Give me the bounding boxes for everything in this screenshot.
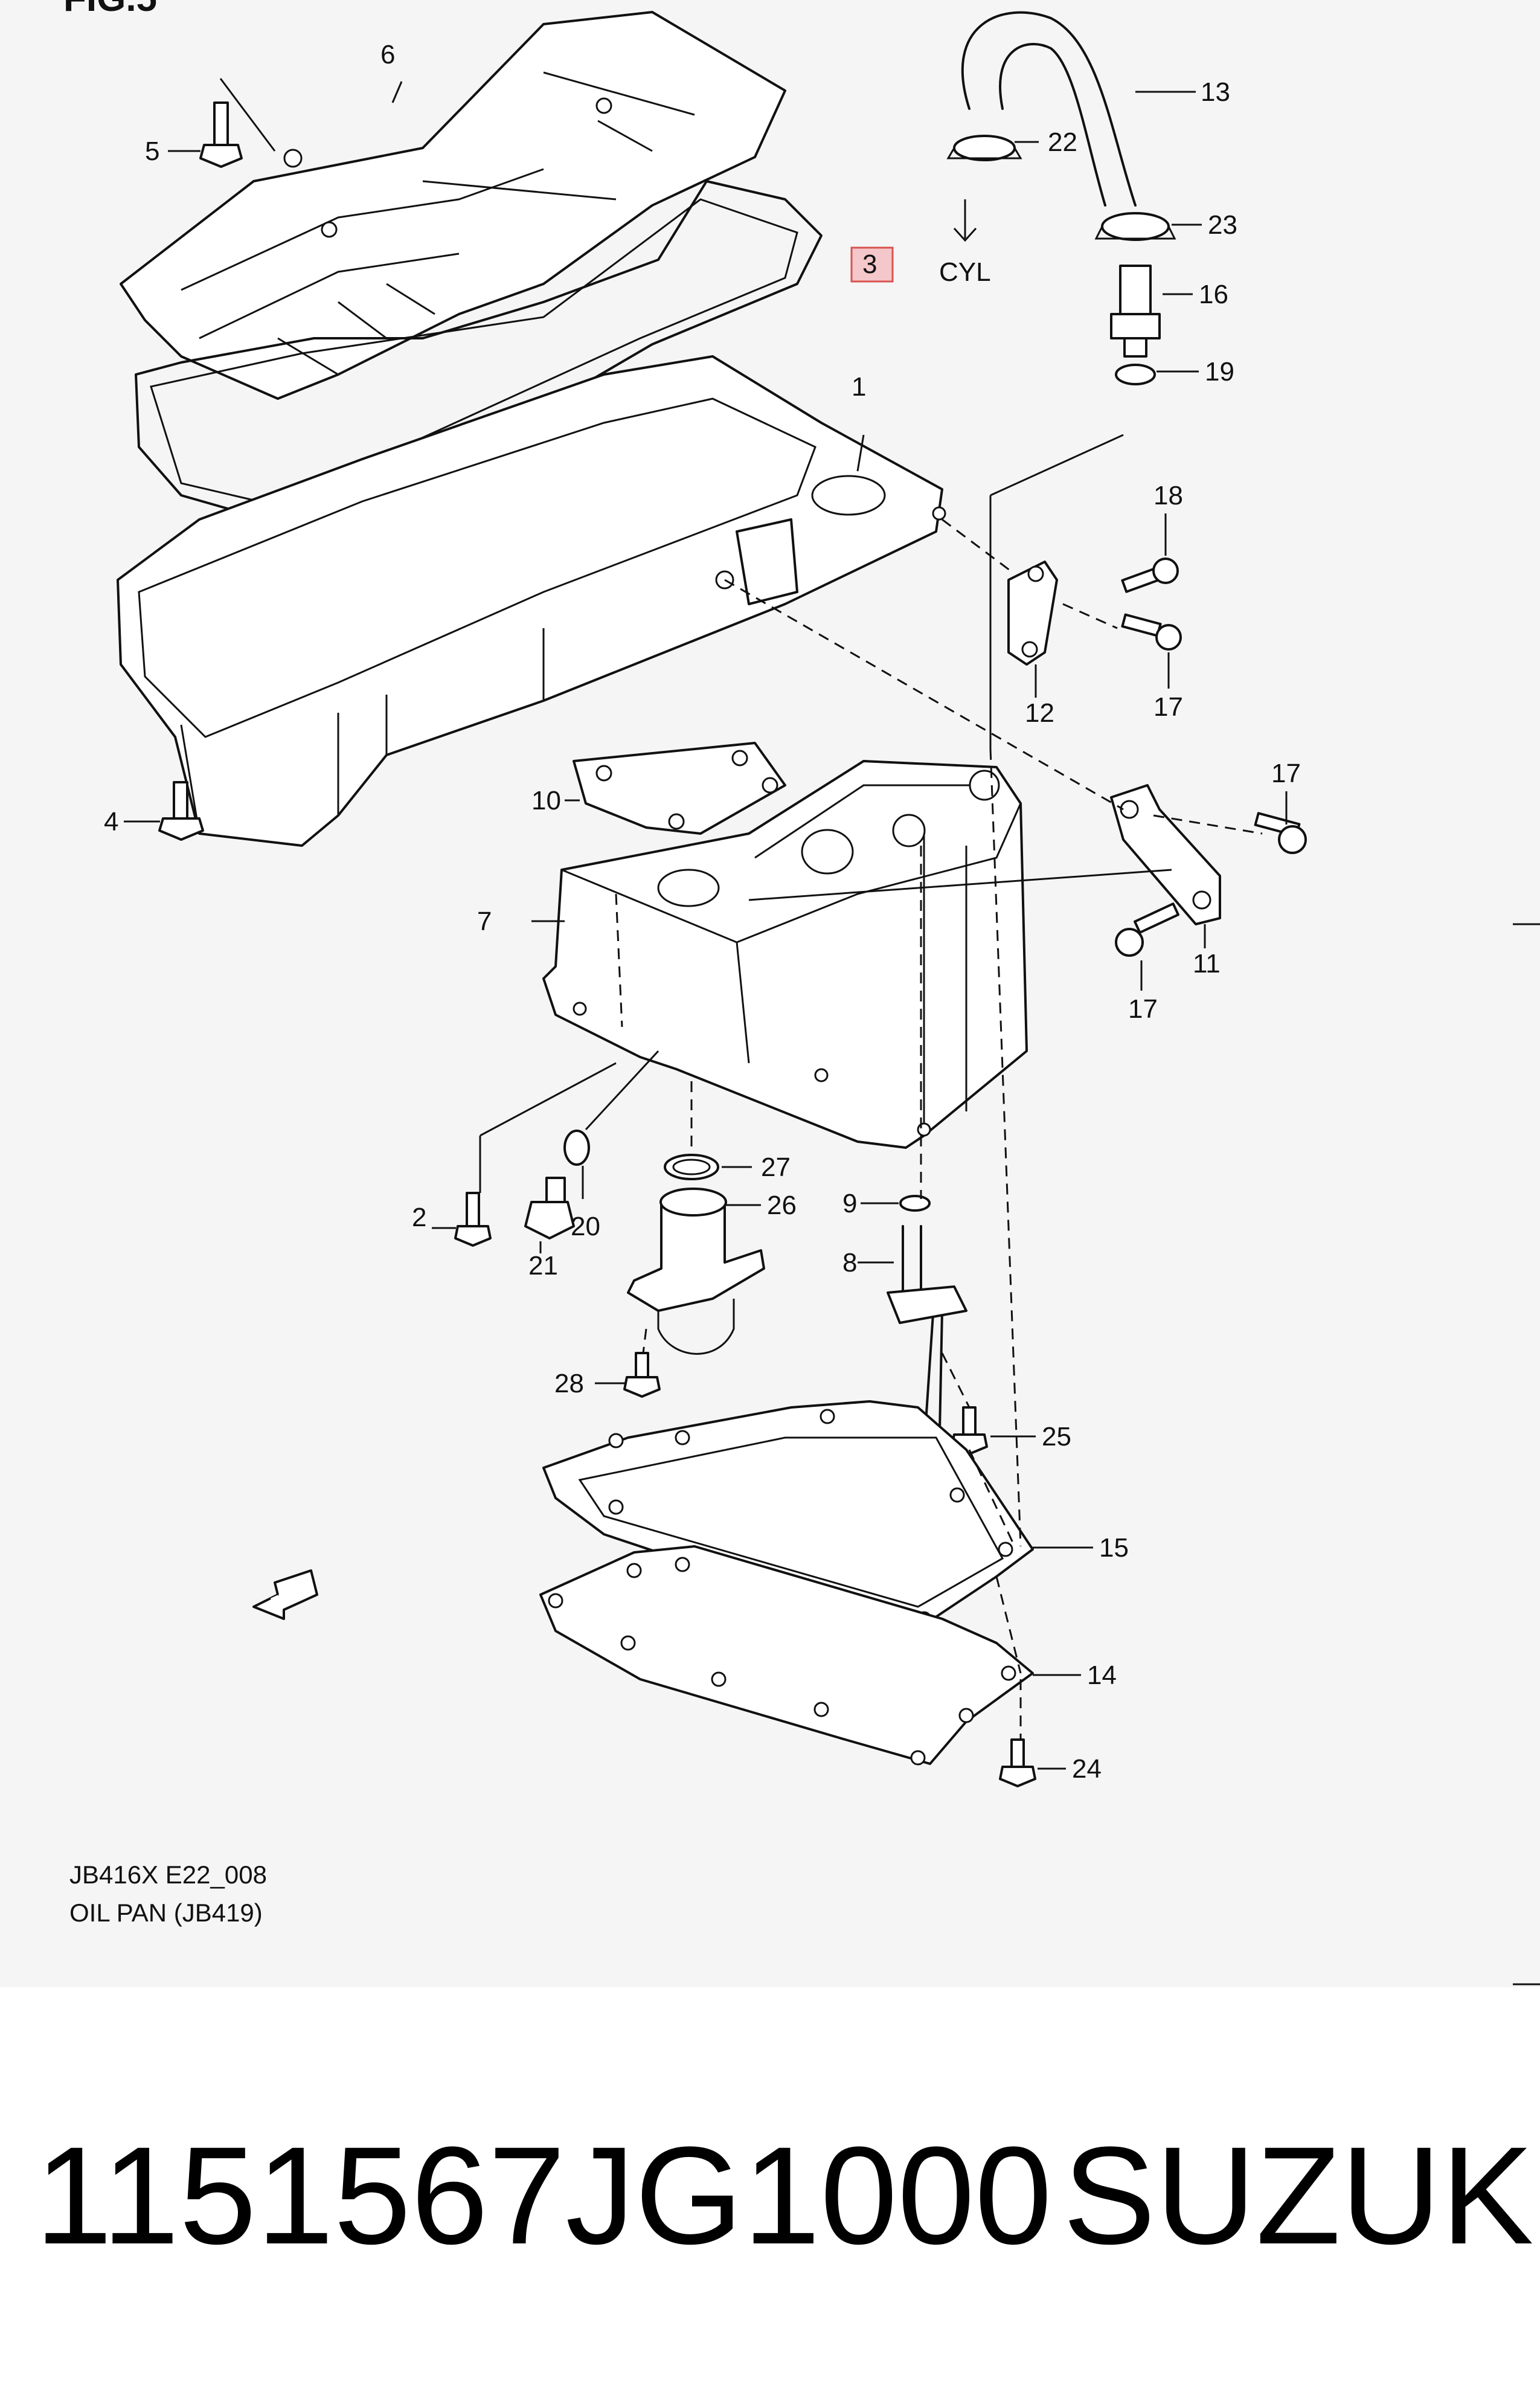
gasket-part-10[interactable] bbox=[565, 742, 786, 835]
oil-pan-upper-part-1[interactable] bbox=[117, 355, 946, 847]
oil-pan-cover-part-14[interactable] bbox=[539, 1545, 1081, 1766]
drain-plug-part-21[interactable] bbox=[524, 1177, 575, 1253]
callout-17-c[interactable]: 17 bbox=[1128, 994, 1158, 1024]
lower-gasket-part-15[interactable] bbox=[542, 1400, 1093, 1627]
forward-arrow-icon: FWD bbox=[252, 1569, 318, 1620]
figure-label: FIG.5 bbox=[63, 0, 157, 19]
callout-14[interactable]: 14 bbox=[1087, 1661, 1117, 1690]
breather-hose-part-13[interactable] bbox=[961, 11, 1196, 207]
callout-21[interactable]: 21 bbox=[528, 1251, 558, 1281]
callout-17-b[interactable]: 17 bbox=[1271, 759, 1301, 788]
bolt-part-28[interactable] bbox=[595, 1352, 661, 1398]
callout-20[interactable]: 20 bbox=[571, 1212, 600, 1241]
arrow-to-cylinder: CYL bbox=[939, 199, 991, 287]
callout-5[interactable]: 5 bbox=[145, 137, 159, 166]
callout-16[interactable]: 16 bbox=[1199, 280, 1228, 309]
callout-27[interactable]: 27 bbox=[761, 1153, 791, 1182]
highlight-box-part-3 bbox=[850, 246, 894, 283]
part-number: 1151567JG1000 bbox=[35, 2118, 1052, 2273]
leader-lines bbox=[391, 81, 1263, 1740]
bolt-part-5[interactable] bbox=[168, 78, 276, 168]
oil-level-pipe-part-8[interactable] bbox=[790, 1225, 967, 1493]
bolt-part-17-b[interactable] bbox=[1254, 791, 1307, 854]
seal-part-9[interactable] bbox=[861, 1195, 931, 1212]
diagram-panel: FIG.5 bbox=[63, 0, 1540, 1985]
callout-28[interactable]: 28 bbox=[554, 1369, 584, 1398]
bracket-part-11[interactable] bbox=[1110, 784, 1221, 948]
bolt-part-4[interactable] bbox=[124, 781, 204, 841]
oil-pan-lower-part-7[interactable] bbox=[531, 760, 1028, 1149]
callout-1[interactable]: 1 bbox=[852, 372, 866, 402]
callout-7[interactable]: 7 bbox=[477, 907, 492, 936]
callout-24[interactable]: 24 bbox=[1072, 1754, 1102, 1784]
callout-4[interactable]: 4 bbox=[104, 807, 118, 837]
callout-10[interactable]: 10 bbox=[531, 786, 561, 815]
callout-22[interactable]: 22 bbox=[1048, 127, 1077, 157]
bolt-part-24[interactable] bbox=[999, 1738, 1066, 1787]
washer-part-19[interactable] bbox=[1115, 364, 1199, 385]
bolt-part-17-a[interactable] bbox=[1121, 613, 1182, 689]
bracket-part-12[interactable] bbox=[1007, 561, 1058, 698]
callout-23[interactable]: 23 bbox=[1208, 210, 1237, 240]
callout-6[interactable]: 6 bbox=[380, 40, 395, 69]
bolt-part-18[interactable] bbox=[1121, 513, 1179, 593]
oil-strainer-part-26[interactable] bbox=[627, 1188, 765, 1355]
drain-plug-washer-part-20[interactable] bbox=[563, 1130, 590, 1199]
callout-11[interactable]: 11 bbox=[1193, 949, 1221, 979]
diagram-code: JB416X E22_008 bbox=[69, 1860, 267, 1889]
oil-pan-exploded-diagram: FIG.5 bbox=[63, 0, 1540, 1985]
diagram-title: OIL PAN (JB419) bbox=[69, 1898, 263, 1927]
hose-clamp-part-23[interactable] bbox=[1094, 212, 1202, 241]
callout-19[interactable]: 19 bbox=[1205, 357, 1234, 387]
callout-15[interactable]: 15 bbox=[1099, 1533, 1129, 1563]
callout-3[interactable]: 3 bbox=[862, 249, 877, 279]
baffle-plate-part-6[interactable] bbox=[120, 11, 786, 400]
callout-8[interactable]: 8 bbox=[842, 1248, 857, 1278]
callout-12[interactable]: 12 bbox=[1025, 698, 1054, 728]
union-fitting-part-16[interactable] bbox=[1110, 265, 1193, 358]
callout-2[interactable]: 2 bbox=[412, 1203, 426, 1232]
callout-13[interactable]: 13 bbox=[1201, 77, 1230, 107]
brand-name: SUZUKI bbox=[1063, 2118, 1540, 2273]
callout-labels: 1 2 3 4 5 6 7 8 9 10 11 12 13 14 15 16 1… bbox=[104, 40, 1301, 1784]
hose-clamp-part-22[interactable] bbox=[946, 135, 1039, 161]
direction-label: CYL bbox=[939, 257, 991, 287]
callout-9[interactable]: 9 bbox=[842, 1189, 857, 1218]
callout-26[interactable]: 26 bbox=[767, 1191, 797, 1220]
callout-25[interactable]: 25 bbox=[1042, 1422, 1071, 1452]
bolt-part-2[interactable] bbox=[432, 1192, 492, 1247]
callout-18[interactable]: 18 bbox=[1153, 481, 1183, 510]
bolt-part-17-c[interactable] bbox=[1115, 902, 1179, 991]
callout-17-a[interactable]: 17 bbox=[1153, 692, 1183, 722]
o-ring-part-27[interactable] bbox=[664, 1154, 752, 1180]
